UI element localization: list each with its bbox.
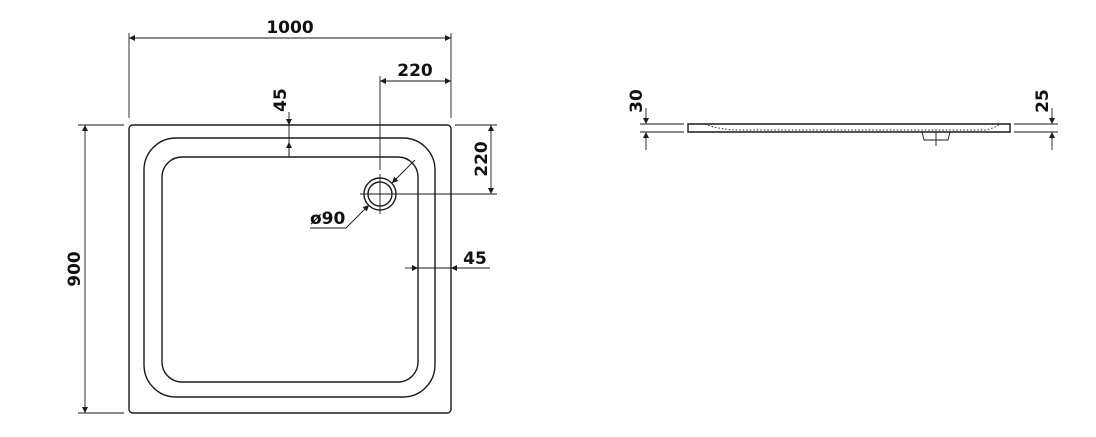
label-overall-width: 1000	[266, 18, 313, 38]
label-overall-depth: 900	[65, 251, 85, 287]
tray-profile	[687, 123, 1011, 133]
plan-view: 1000 220 45 220 ø90	[65, 18, 497, 414]
side-view: 30 25	[627, 89, 1058, 150]
dimension-drain-diameter: ø90	[310, 159, 416, 229]
label-rim-side: 45	[463, 249, 487, 269]
label-drain-offset-y: 220	[472, 141, 492, 177]
label-rim-top: 45	[271, 88, 291, 112]
label-drain-diameter: ø90	[310, 209, 346, 229]
dimension-rim-side: 45	[405, 249, 490, 271]
dimension-drain-offset-y: 220	[400, 124, 497, 195]
tray-outline	[128, 124, 452, 414]
dimension-side-height-right: 25	[1014, 89, 1058, 150]
dimension-side-height-left: 30	[627, 89, 684, 150]
tray-rim-outer	[143, 137, 436, 398]
label-side-height-left: 30	[627, 89, 647, 113]
label-side-height-right: 25	[1033, 89, 1053, 113]
dimension-rim-top: 45	[271, 88, 292, 157]
dimension-drain-offset-x: 220	[379, 61, 451, 170]
drain-icon	[360, 174, 400, 214]
dimension-overall-depth: 900	[65, 124, 124, 414]
dimension-overall-width: 1000	[128, 18, 452, 118]
tray-rim-inner	[161, 156, 419, 383]
label-drain-offset-x: 220	[397, 61, 433, 81]
